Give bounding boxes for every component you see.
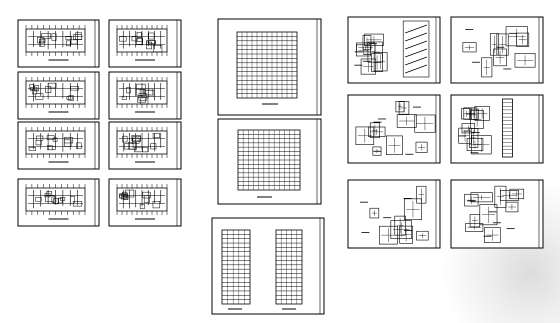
elevation-pair-sheet	[211, 217, 325, 315]
detail-sheet	[347, 16, 441, 84]
floor-plan-sheet	[108, 71, 182, 120]
floor-plan-sheet	[17, 19, 100, 68]
floor-plan-sheet	[108, 19, 182, 68]
floor-plan-sheet	[108, 121, 182, 170]
floor-plan-sheet	[17, 178, 100, 227]
detail-sheet	[450, 16, 544, 84]
detail-sheet	[347, 94, 441, 164]
detail-sheet	[450, 179, 544, 249]
detail-sheet	[347, 179, 441, 249]
floor-plan-sheet	[17, 121, 100, 170]
floor-plan-sheet	[108, 178, 182, 227]
elevation-sheet	[217, 18, 322, 116]
elevation-sheet	[217, 118, 322, 205]
detail-sheet	[450, 94, 544, 164]
floor-plan-sheet	[17, 71, 100, 120]
